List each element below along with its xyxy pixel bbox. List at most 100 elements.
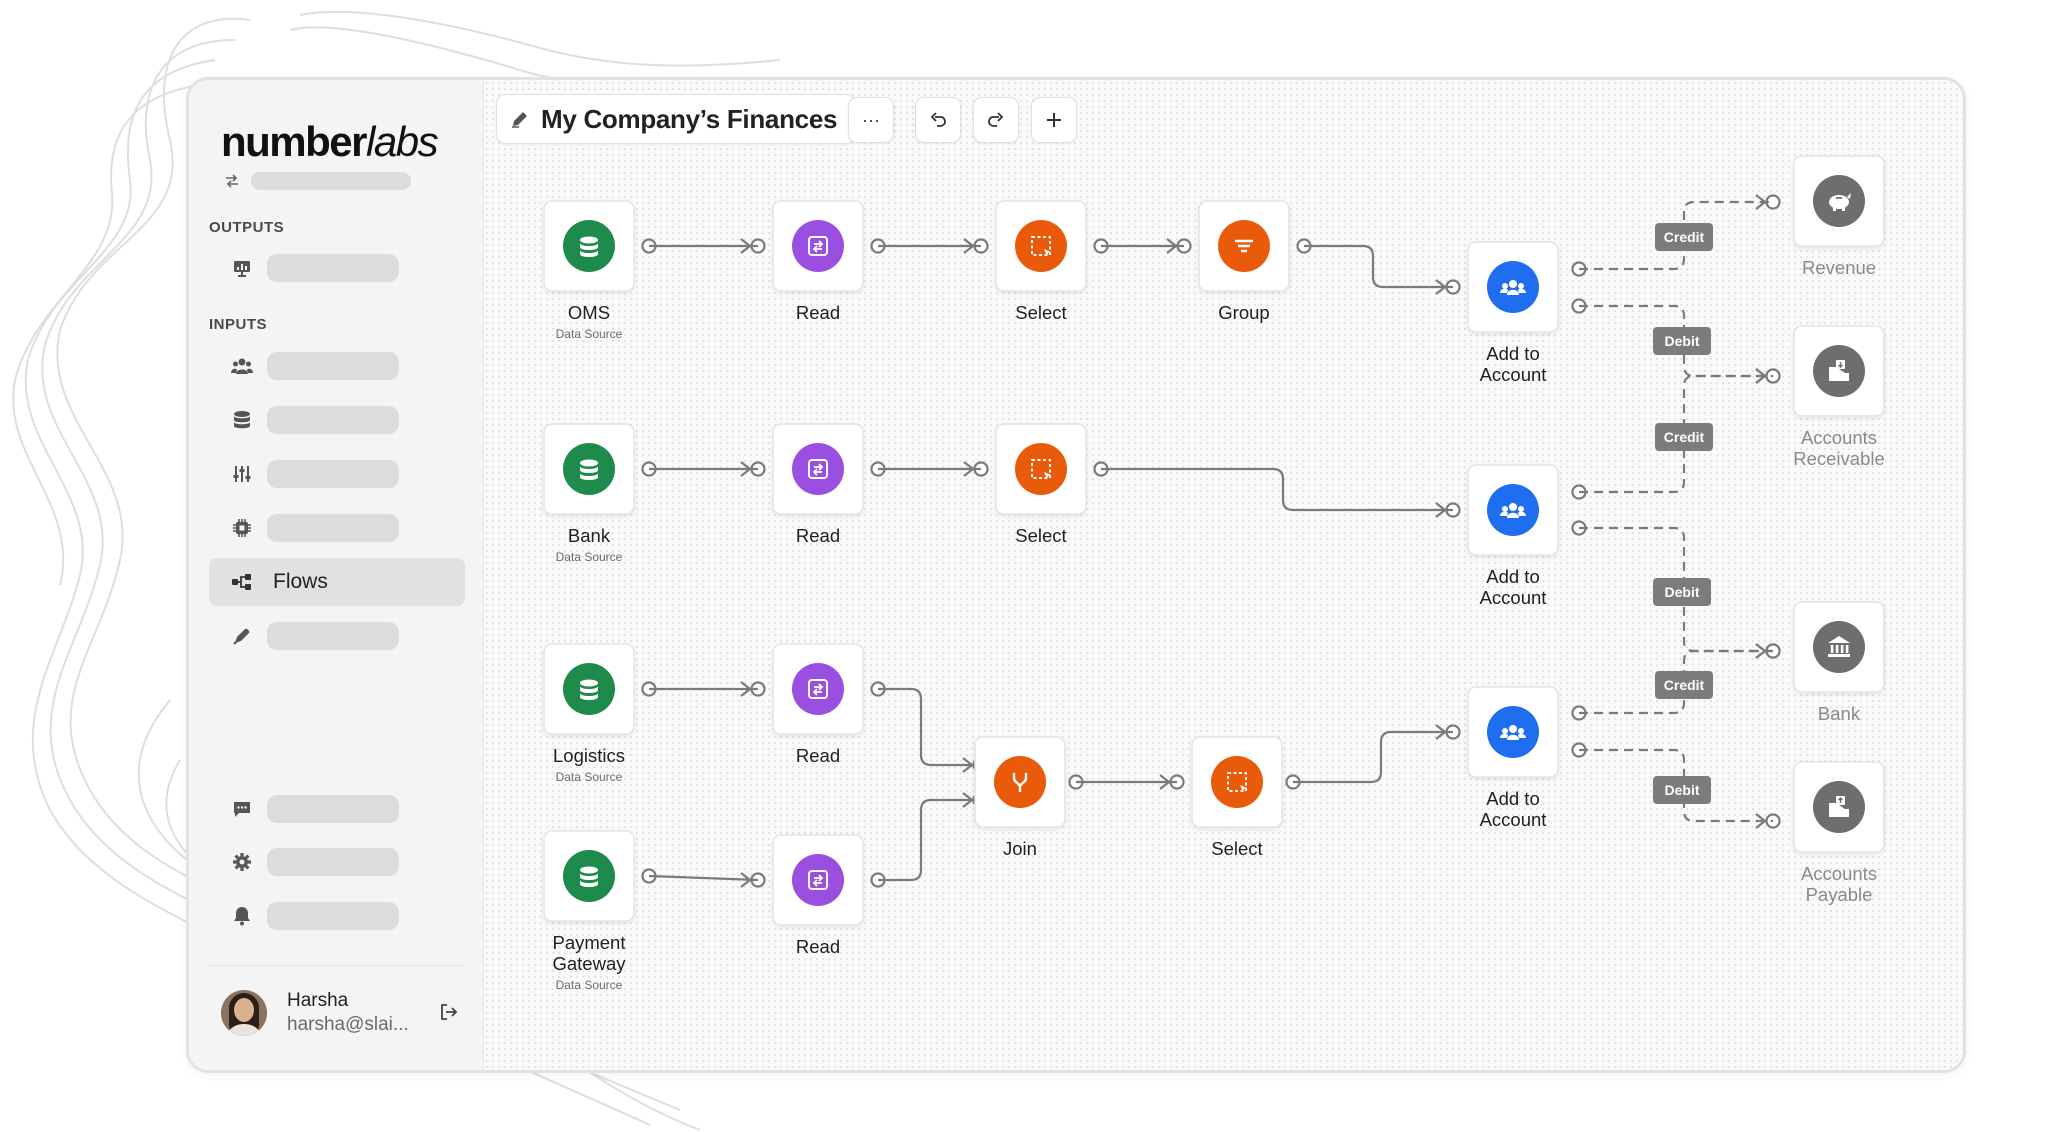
sidebar-item-messages[interactable] [209, 785, 465, 833]
bank-node-icon [1813, 621, 1865, 673]
edge[interactable] [1101, 467, 1453, 512]
logo-number: number [221, 118, 368, 165]
node-label: Bank [1818, 703, 1861, 724]
logo-labs: labs [366, 118, 439, 165]
node-label: Select [1211, 838, 1262, 859]
sidebar-item-settings[interactable] [209, 838, 465, 886]
sidebar-placeholder [267, 795, 399, 823]
undo-button[interactable] [915, 97, 961, 143]
avatar [221, 990, 267, 1036]
flow-node-group[interactable]: Group [1198, 200, 1290, 323]
node-label: Bank [568, 525, 611, 546]
flow-node-select3[interactable]: Select [1191, 736, 1283, 859]
flow-node-read2[interactable]: Read [772, 423, 864, 546]
user-profile[interactable]: Harsha harsha@slai... [221, 990, 409, 1036]
edge[interactable] [878, 798, 980, 882]
dashed-edge[interactable] [1579, 200, 1773, 271]
edge[interactable] [648, 874, 759, 882]
read-node-icon [792, 854, 844, 906]
user-name: Harsha [287, 990, 349, 1011]
app-logo[interactable]: numberlabs [221, 118, 439, 166]
flow-node-read3[interactable]: Read [772, 643, 864, 766]
more-options-label: ··· [862, 109, 880, 130]
logout-button[interactable] [439, 1002, 459, 1027]
sidebar-item-users[interactable] [209, 342, 465, 390]
read-node-icon [792, 443, 844, 495]
receivable-node-icon [1813, 345, 1865, 397]
flow-node-read4[interactable]: Read [772, 834, 864, 957]
dashed-edge[interactable] [1579, 649, 1773, 715]
node-label: Group [1218, 302, 1269, 323]
sidebar-placeholder [267, 848, 399, 876]
flow-node-select2[interactable]: Select [995, 423, 1087, 546]
node-label: Read [796, 525, 840, 546]
flow-node-read1[interactable]: Read [772, 200, 864, 323]
inputs-section-label: INPUTS [209, 316, 268, 333]
more-options-button[interactable]: ··· [848, 97, 894, 143]
sidebar-placeholder [267, 902, 399, 930]
edge-tag-label: Debit [1665, 584, 1700, 600]
edge[interactable] [1304, 244, 1453, 289]
flow-node-bank_out[interactable]: Bank [1793, 601, 1885, 724]
sidebar-item-notifications[interactable] [209, 892, 465, 940]
edge-tag-debit: Debit [1653, 776, 1711, 804]
bell-icon [231, 905, 253, 927]
sidebar-item-sliders[interactable] [209, 450, 465, 498]
database-icon [231, 409, 253, 431]
sidebar-item-outputs-dashboard[interactable] [209, 244, 465, 292]
sidebar-item-flows-label: Flows [273, 570, 328, 593]
group-node-icon [1218, 220, 1270, 272]
sidebar-placeholder [267, 622, 399, 650]
redo-button[interactable] [973, 97, 1019, 143]
revenue-node-icon [1813, 175, 1865, 227]
sidebar-item-database[interactable] [209, 396, 465, 444]
flow-node-join[interactable]: Join [974, 736, 1066, 859]
flow-diagram: CreditDebitCreditDebitCreditDebitOMSData… [543, 155, 1885, 992]
sidebar-placeholder [267, 254, 399, 282]
users-icon [231, 355, 253, 377]
workspace-name-placeholder [251, 172, 411, 190]
select-node-icon [1211, 756, 1263, 808]
edge-tag-label: Debit [1665, 333, 1700, 349]
source-node-icon [563, 220, 615, 272]
edge-arrowhead [1755, 813, 1767, 829]
node-label: Read [796, 745, 840, 766]
account-node-icon [1487, 706, 1539, 758]
app-window: numberlabs OUTPUTS INPUTS [186, 77, 1966, 1073]
flow-node-revenue[interactable]: Revenue [1793, 155, 1885, 278]
redo-icon [988, 112, 1004, 127]
edge[interactable] [1293, 730, 1453, 784]
user-email: harsha@slai... [287, 1014, 409, 1035]
sidebar-item-chip[interactable] [209, 504, 465, 552]
flow-title-box[interactable]: My Company’s Finances [496, 94, 857, 144]
read-node-icon [792, 663, 844, 715]
sidebar-item-pen[interactable] [209, 612, 465, 660]
add-node-button[interactable] [1031, 97, 1077, 143]
node-sublabel: Data Source [556, 550, 623, 564]
edge[interactable] [878, 687, 980, 767]
edit-pencil-icon [512, 112, 527, 128]
edge-tag-debit: Debit [1653, 327, 1711, 355]
edge-tag-label: Credit [1664, 229, 1705, 245]
chat-icon [231, 798, 253, 820]
sidebar-item-flows[interactable]: Flows [209, 558, 465, 606]
flow-node-select1[interactable]: Select [995, 200, 1087, 323]
select-node-icon [1015, 220, 1067, 272]
workspace-switcher[interactable] [225, 172, 411, 190]
sliders-icon [231, 463, 253, 485]
node-label: Join [1003, 838, 1037, 859]
